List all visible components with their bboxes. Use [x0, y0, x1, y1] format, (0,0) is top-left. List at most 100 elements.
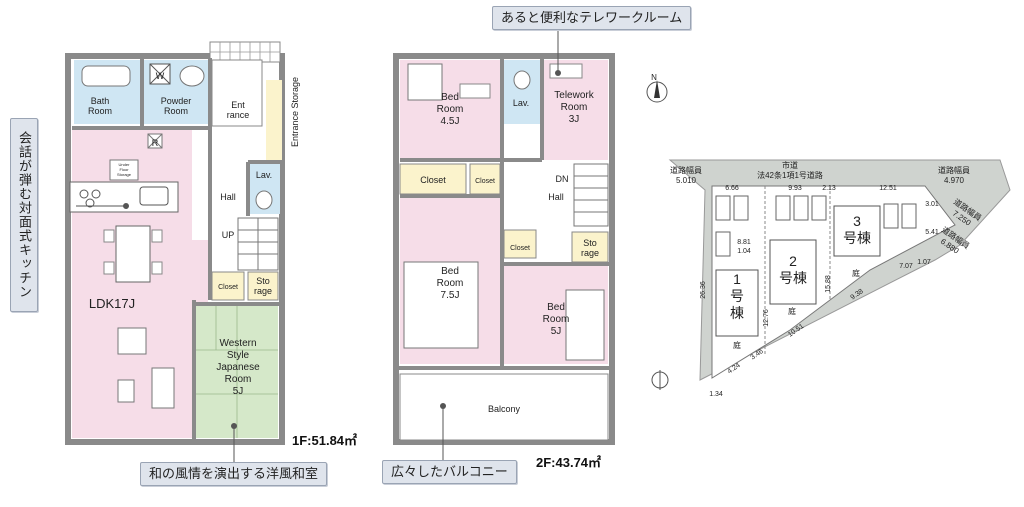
- lot2-garden-label: 庭: [788, 306, 796, 316]
- storage-2f: [571, 231, 609, 263]
- road-top-label-2: 法42条1項1号道路: [757, 170, 823, 180]
- sun-compass-icon: [651, 370, 669, 390]
- lot3-house: [833, 205, 881, 257]
- japanese-room-callout: 和の風情を演出する洋風和室: [140, 462, 328, 486]
- r-label: R: [152, 138, 159, 148]
- storage-1f-label-2: rage: [254, 286, 272, 296]
- closet-2f-a: [399, 163, 467, 195]
- floor-2-area: 2F:43.74㎡: [536, 455, 602, 470]
- bed1-label-2: Room: [437, 104, 464, 115]
- dim-left: 26.36: [700, 281, 707, 299]
- dim-r4: 7.07: [899, 263, 913, 270]
- dim-b3: 1.34: [709, 391, 723, 398]
- kitchen-callout: 会話が弾む対面式キッチン: [10, 118, 38, 312]
- svg-text:3号棟: 3号棟: [843, 213, 871, 246]
- bed3-label-3: 5J: [551, 326, 562, 337]
- under-floor-label-3: Storage: [117, 172, 132, 177]
- road-top-label-1: 市道: [782, 160, 798, 170]
- road-width-right-2: 4.970: [944, 176, 965, 185]
- balcony-area: [399, 373, 609, 441]
- balcony-label: Balcony: [488, 404, 521, 414]
- lot3-garden-label: 庭: [852, 268, 860, 278]
- western-label-3: Japanese: [216, 362, 260, 373]
- powder-label-2: Room: [164, 106, 188, 116]
- dn-label: DN: [556, 174, 569, 184]
- storage-1f: [247, 271, 279, 301]
- western-label-1: Western: [219, 338, 256, 349]
- road-width-left-2: 5.010: [676, 176, 697, 185]
- closet-1f-label: Closet: [218, 284, 238, 291]
- storage-2f-label-2: rage: [581, 248, 599, 258]
- telework-label-1: Telework: [554, 90, 594, 101]
- bed1-label-3: 4.5J: [441, 116, 460, 127]
- dim-top2: 9.93: [788, 185, 802, 192]
- bed2-label-3: 7.5J: [441, 290, 460, 301]
- lav-2f-label: Lav.: [513, 98, 529, 108]
- site-plan: [646, 80, 1011, 390]
- floor-1-area: 1F:51.84㎡: [292, 433, 358, 448]
- dim-m1: 12.76: [763, 309, 770, 327]
- dim-r2: 5.41: [925, 229, 939, 236]
- svg-text:Storage: Storage: [581, 238, 599, 258]
- western-label-5: 5J: [233, 386, 244, 397]
- bed1-label-1: Bed: [441, 92, 459, 103]
- storage-2f-label-1: Sto: [583, 238, 597, 248]
- lot1-house: [715, 269, 759, 337]
- powder-label-1: Powder: [161, 96, 192, 106]
- bed2-label-2: Room: [437, 278, 464, 289]
- hall-1f: [212, 128, 248, 268]
- lot2-house: [769, 239, 817, 305]
- road-width-left-1: 道路幅員: [670, 165, 702, 175]
- lot1-label-2: 号: [730, 288, 744, 304]
- dim-top3: 2.13: [822, 185, 836, 192]
- road-width-right-1: 道路幅員: [938, 165, 970, 175]
- entrance-area: [211, 59, 263, 127]
- up-label: UP: [222, 230, 235, 240]
- north-label: N: [651, 73, 657, 82]
- hall-2f-label: Hall: [548, 192, 564, 202]
- svg-text:2号棟: 2号棟: [779, 253, 807, 286]
- lot-area: [711, 185, 956, 379]
- lot3-label-1: 3: [853, 213, 861, 229]
- dim-l2: 8.81: [737, 239, 751, 246]
- lot3-label-2: 号棟: [843, 230, 871, 246]
- entrance-storage: [266, 80, 282, 162]
- closet-2f-b: [469, 163, 501, 195]
- bath-label-2: Room: [88, 106, 112, 116]
- telework-label-3: 3J: [569, 114, 580, 125]
- dining-table: [115, 225, 151, 283]
- svg-text:市道法42条1項1号道路: 市道法42条1項1号道路: [757, 160, 823, 180]
- floor-2-plan: [393, 30, 615, 462]
- dim-r1: 3.01: [925, 201, 939, 208]
- balcony-callout: 広々したバルコニー: [382, 460, 517, 484]
- bed3-label-1: Bed: [547, 302, 565, 313]
- lavatory-2f: [504, 60, 540, 124]
- stairs-1f: [237, 217, 279, 271]
- svg-text:Entrance: Entrance: [227, 100, 250, 120]
- bed2-label-1: Bed: [441, 266, 459, 277]
- lot1-label-3: 棟: [730, 305, 744, 321]
- floor-1-plan: [65, 41, 285, 462]
- lot1-label-1: 1: [733, 271, 741, 287]
- lot1-garden-label: 庭: [733, 340, 741, 350]
- closet-1f: [211, 271, 245, 301]
- ldk-label: LDK17J: [89, 296, 135, 311]
- dim-top4: 12.51: [879, 185, 897, 192]
- svg-text:1号棟: 1号棟: [730, 271, 744, 321]
- entrance-storage-label: Entrance Storage: [290, 77, 300, 147]
- dim-r3: 1.07: [917, 259, 931, 266]
- north-arrow-icon: [646, 80, 668, 103]
- western-label-4: Room: [225, 374, 252, 385]
- closet-2f-c-label: Closet: [510, 245, 530, 252]
- stairs-2f: [573, 163, 609, 227]
- telework-label-2: Room: [561, 102, 588, 113]
